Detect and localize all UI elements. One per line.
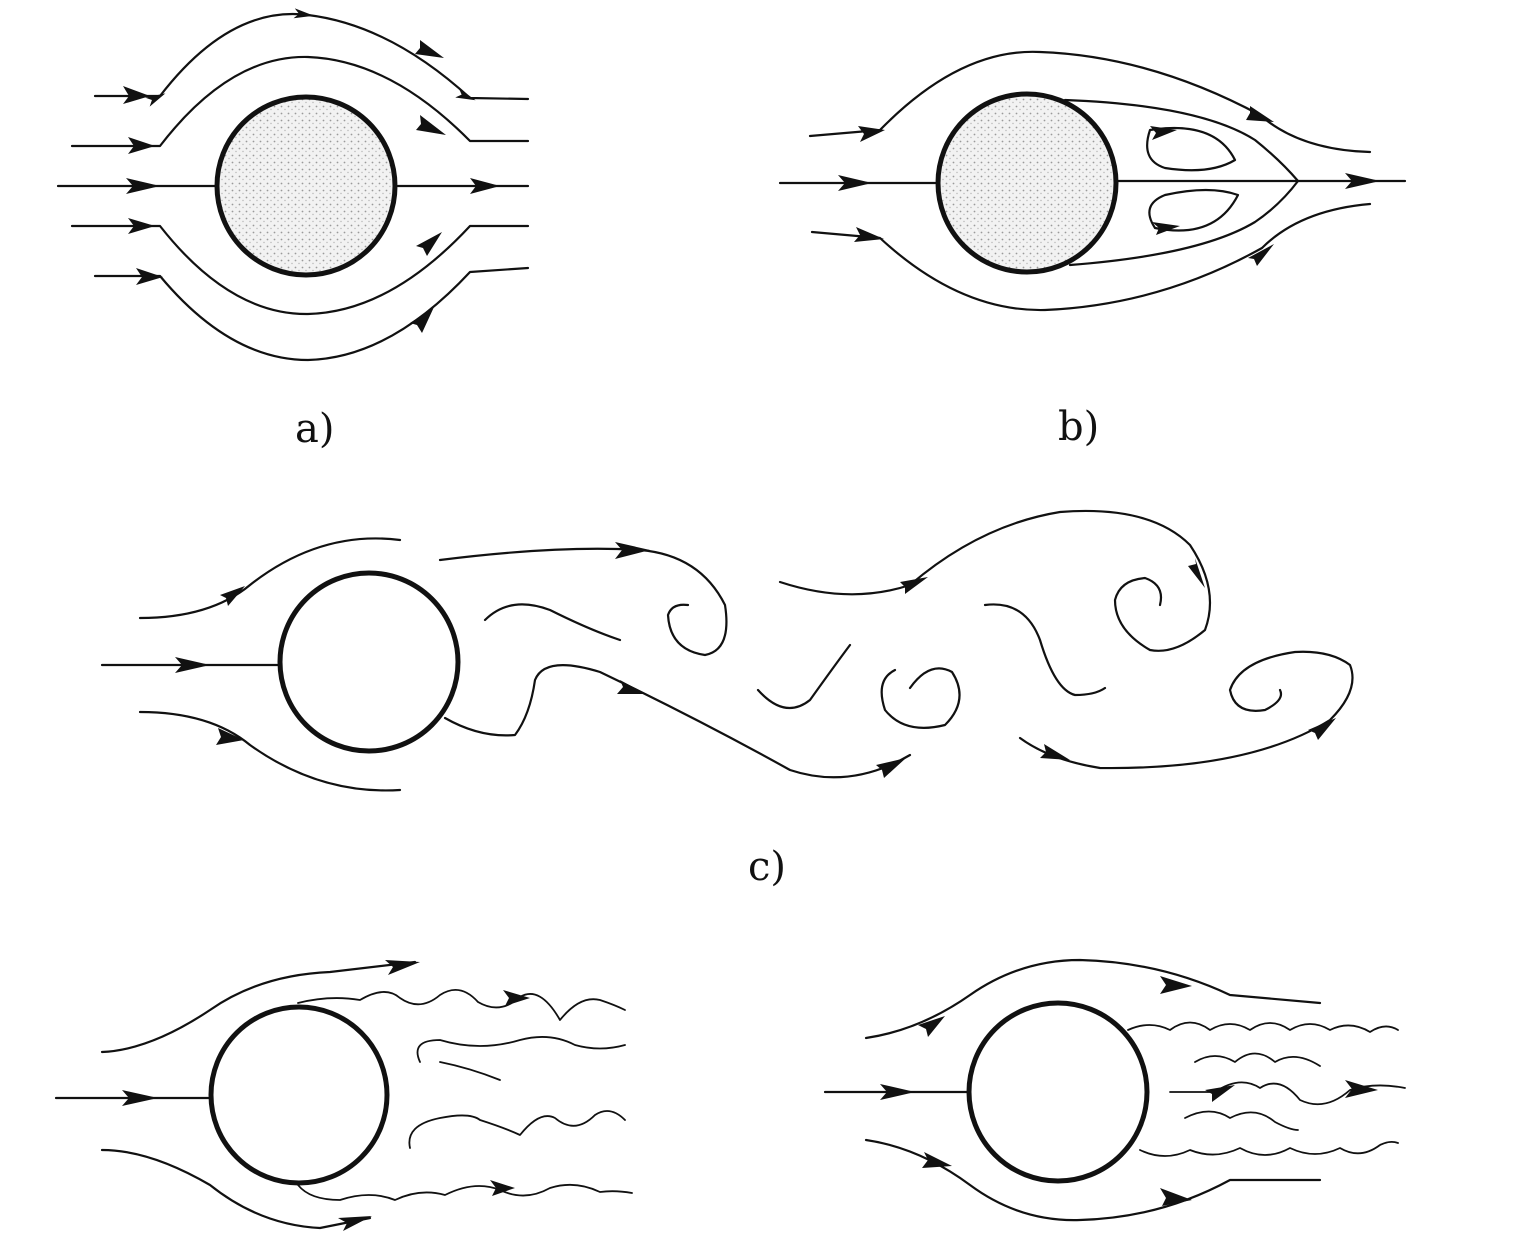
flow-arrow: [838, 175, 872, 191]
vortex-strand: [416, 1036, 626, 1063]
flow-arrow: [1152, 222, 1180, 235]
flow-arrow: [876, 758, 906, 778]
flow-arrow: [854, 227, 884, 242]
streamline: [810, 202, 1372, 312]
vortex-strand: [1169, 1081, 1406, 1106]
flow-arrow: [1345, 173, 1380, 189]
panel-c: c): [100, 509, 1354, 890]
flow-arrow: [1188, 558, 1205, 588]
flow-arrow: [1160, 1188, 1192, 1206]
streamline: [70, 224, 530, 316]
shear-layer: [1068, 179, 1300, 267]
vortex-bubble: [1148, 188, 1240, 232]
flow-arrow: [900, 577, 928, 594]
flow-arrow: [410, 307, 434, 333]
flow-arrow: [415, 40, 444, 58]
flow-arrow: [858, 126, 885, 142]
streamline: [778, 509, 1212, 652]
flow-arrow: [615, 542, 650, 559]
streamline: [100, 1148, 372, 1230]
panel-label: a): [295, 406, 334, 452]
streamline: [1018, 650, 1354, 770]
streamline: [483, 603, 622, 642]
vortex-strand: [1194, 1052, 1321, 1067]
flow-arrow: [1248, 244, 1274, 266]
cylinder: [277, 570, 461, 754]
vortex-strand: [408, 1110, 626, 1149]
panel-a: a): [56, 8, 530, 452]
shear-layer: [1063, 98, 1300, 183]
shear-layer: [297, 988, 626, 1021]
shear-layer: [1127, 1021, 1399, 1033]
flow-arrow: [128, 218, 155, 234]
panel-label: b): [1058, 404, 1099, 450]
flow-arrow: [617, 680, 646, 694]
cylinder: [966, 1000, 1150, 1184]
vortex-strand: [756, 643, 852, 710]
flow-arrow: [416, 115, 446, 135]
flow-arrow: [503, 990, 530, 1006]
flow-arrow: [922, 1152, 952, 1168]
flow-arrow: [136, 268, 163, 285]
flow-arrow: [1160, 976, 1192, 994]
flow-arrow: [123, 86, 150, 104]
flow-arrow: [1246, 106, 1274, 122]
flow-arrow: [416, 232, 442, 256]
flow-arrow: [128, 137, 155, 154]
flow-arrow: [175, 657, 210, 673]
flow-arrow: [385, 960, 420, 975]
streamline: [443, 664, 912, 779]
streamline: [864, 1138, 1322, 1222]
flow-arrow: [1040, 744, 1070, 760]
streamline: [93, 8, 530, 107]
flow-arrow: [338, 1216, 372, 1231]
flow-arrow: [470, 178, 500, 194]
vortex-swirl: [880, 667, 961, 729]
flow-arrow: [220, 586, 245, 606]
panel-d: [54, 960, 633, 1231]
streamline: [438, 547, 728, 657]
streamline: [808, 50, 1372, 154]
flow-arrow: [216, 728, 244, 745]
vortex-bubble: [1146, 126, 1237, 172]
shear-layer: [1139, 1140, 1399, 1157]
flow-arrow: [1308, 718, 1336, 740]
flow-arrow: [1345, 1080, 1378, 1098]
streamline: [70, 55, 530, 148]
streamline: [138, 537, 402, 620]
flow-arrow: [126, 178, 160, 194]
panel-e: [823, 958, 1406, 1222]
flow-arrow: [918, 1016, 945, 1037]
streamline: [864, 958, 1322, 1040]
vortex-strand: [983, 603, 1107, 697]
cylinder: [935, 91, 1119, 275]
cylinder: [208, 1004, 390, 1186]
vortex-strand: [439, 1061, 501, 1081]
shear-layer: [297, 1183, 633, 1201]
flow-arrow: [490, 1180, 515, 1196]
panel-label: c): [748, 844, 786, 890]
cylinder: [214, 94, 398, 278]
flow-arrow: [880, 1084, 915, 1100]
streamline: [138, 710, 402, 792]
panel-b: b): [778, 50, 1407, 450]
flow-arrow: [1205, 1085, 1235, 1102]
vortex-strand: [1184, 1110, 1299, 1131]
flow-arrow: [122, 1090, 158, 1106]
flow-arrow: [1150, 126, 1177, 140]
streamline: [100, 960, 417, 1054]
